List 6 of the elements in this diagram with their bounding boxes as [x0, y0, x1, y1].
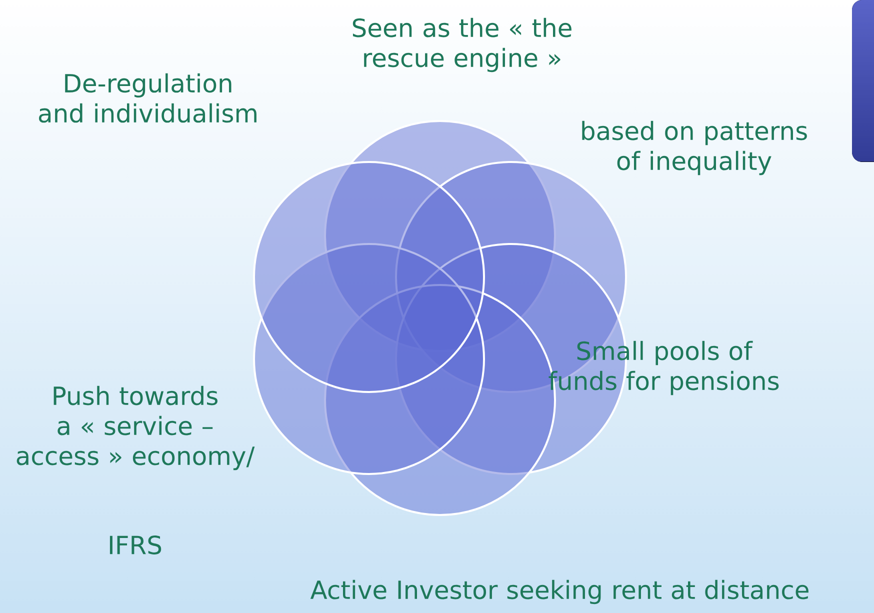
label: De-regulation and individualism — [39, 73, 256, 123]
label: Push towards a « service – access » economy/ — [16, 386, 255, 470]
label: Seen as the « the rescue engine » — [352, 18, 572, 72]
label: Active Investor seeking rent at distance — [310, 580, 808, 604]
label: based on patterns of inequality — [582, 120, 807, 176]
label: IFRS — [110, 536, 162, 554]
